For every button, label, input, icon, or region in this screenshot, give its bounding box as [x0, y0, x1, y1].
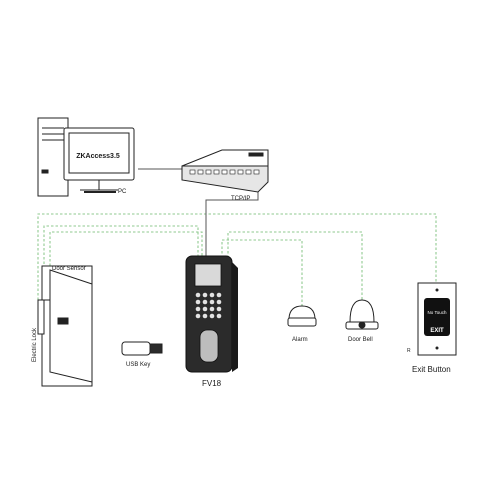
exit-button-caption: Exit Button	[412, 365, 451, 374]
door-handle	[57, 317, 69, 325]
misc-mark: R	[407, 348, 411, 354]
usb-key-label: USB Key	[126, 362, 150, 368]
wire-lock	[43, 225, 199, 300]
fingerprint-reader-icon	[185, 255, 238, 373]
electric-lock-label: Electric Lock	[32, 327, 38, 362]
switch-top	[181, 149, 269, 167]
alarm-base	[287, 317, 317, 327]
tcpip-label: TCP/IP	[231, 196, 250, 202]
device-label: FV18	[202, 379, 222, 388]
wire-switch-device	[205, 192, 259, 258]
pc-computer-icon	[37, 117, 135, 197]
wiring	[37, 213, 437, 306]
wire-bell	[227, 231, 363, 300]
alarm-label: Alarm	[292, 337, 308, 343]
device-keypad	[195, 292, 222, 319]
pc-tower	[37, 117, 69, 197]
usb-key-icon	[121, 341, 163, 356]
door-bell-label: Door Bell	[348, 337, 373, 343]
fingerprint-window	[199, 329, 219, 363]
door-bell-icon	[345, 299, 379, 330]
network-switch-icon	[181, 149, 269, 193]
wire-alarm	[221, 239, 303, 306]
alarm-siren-icon	[287, 305, 317, 327]
wire-sensor	[49, 231, 203, 266]
pc-screen	[68, 132, 130, 174]
usb-plug	[149, 343, 163, 354]
exit-button-icon	[417, 282, 457, 356]
software-label: ZKAccess3.5	[76, 153, 120, 160]
exit-button-sensor-text: No Touch	[428, 310, 447, 315]
exit-button-face-text: EXIT	[430, 328, 444, 334]
door-leaf	[49, 269, 93, 383]
network-wiring	[138, 168, 259, 258]
door-sensor-label: Door Sensor	[52, 266, 86, 272]
bell-dome	[349, 299, 375, 323]
device-screen	[194, 263, 222, 287]
wire-top-loop	[37, 213, 437, 300]
electric-lock	[37, 299, 45, 335]
exit-sensor-face	[424, 298, 450, 336]
usb-body	[121, 341, 151, 356]
pc-label: PC	[118, 189, 127, 195]
alarm-dome	[288, 305, 316, 319]
door-icon	[37, 265, 93, 387]
